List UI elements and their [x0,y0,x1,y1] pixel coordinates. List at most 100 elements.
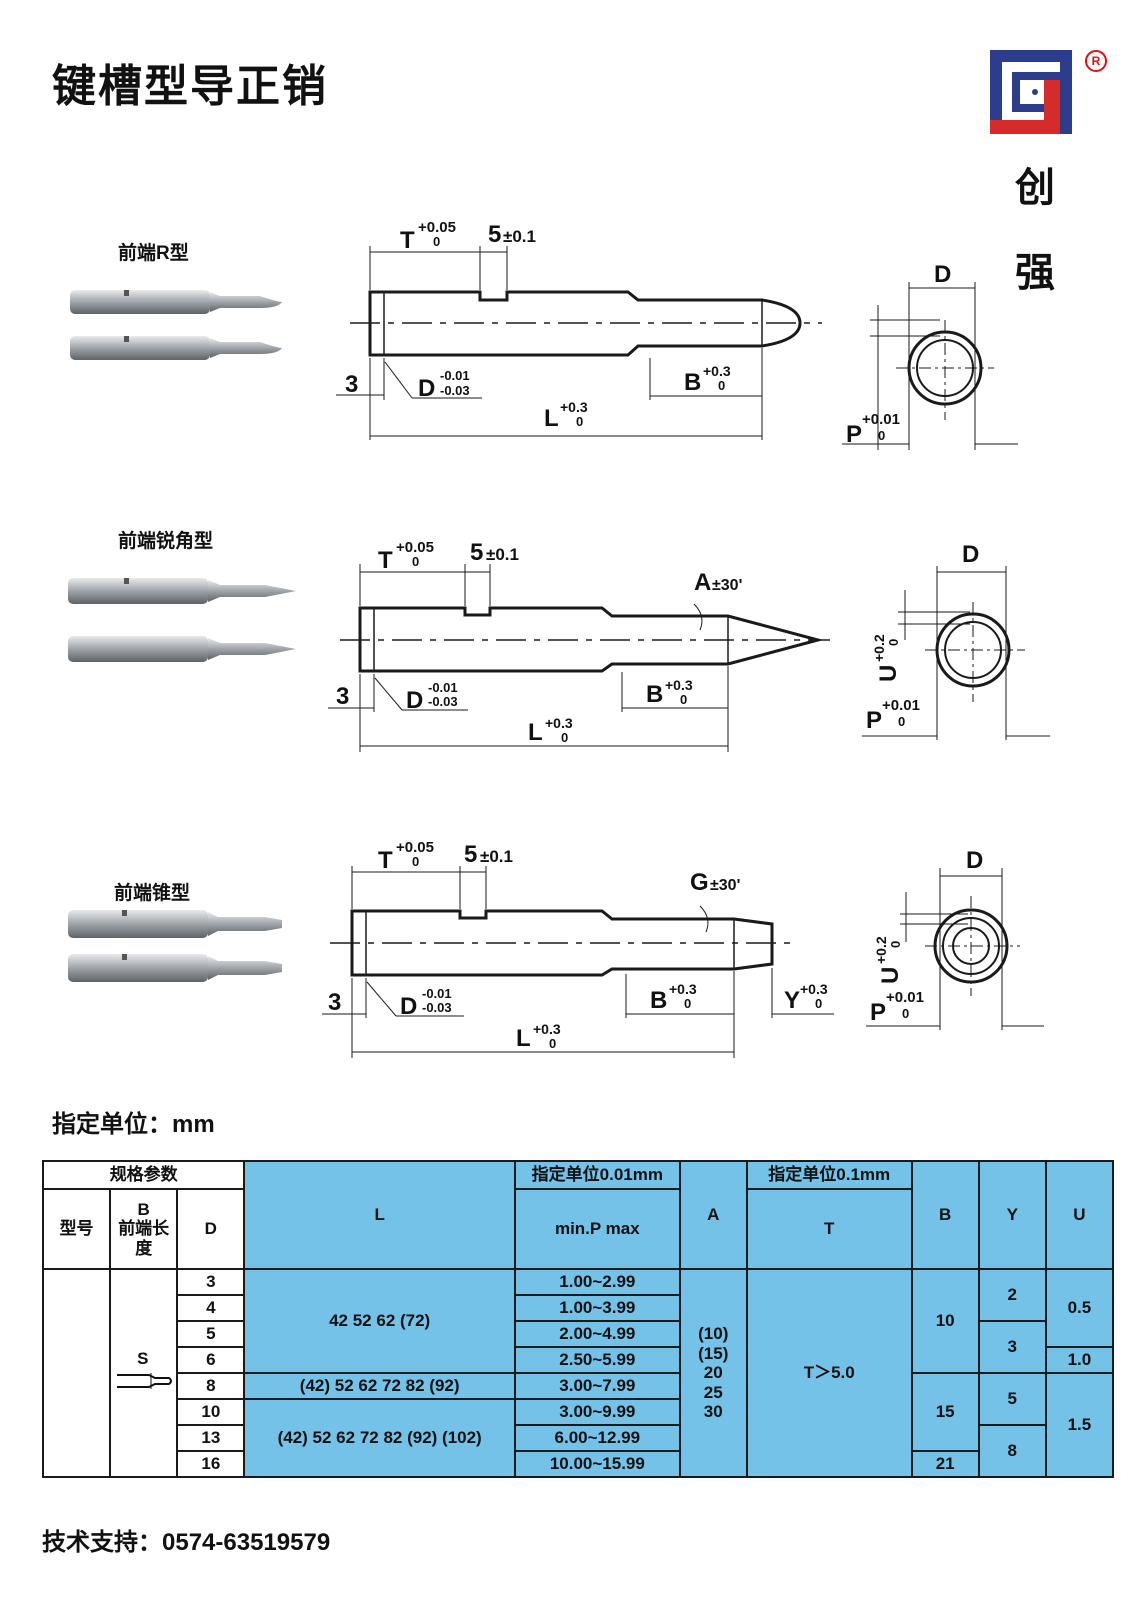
dim-t-3: T [378,847,393,874]
brand-logo-icon [990,50,1072,134]
t-cell: T＞5.0 [745,1268,913,1478]
dim-slot-2: 5 [470,539,483,566]
dim-y-up: +0.3 [800,981,828,997]
dim-y-low: 0 [815,996,822,1011]
dim-u-up-3: +0.2 [873,936,889,964]
dim-t-low-1: 0 [433,234,440,249]
y-cell-2: 2 [977,1268,1047,1322]
dim-p-1: P [846,421,862,448]
dim-l-1: L [544,405,559,432]
header-u: U [1044,1160,1115,1270]
dim-p-up-2: +0.01 [882,697,920,714]
header-unit-001: 指定单位0.01mm [513,1160,681,1190]
dim-p-up-3: +0.01 [886,989,924,1006]
section-label-sharp: 前端锐角型 [118,531,214,552]
u-cell-15: 1.5 [1044,1372,1115,1478]
dim-d-low-1: -0.03 [440,383,470,398]
dim-b-up-1: +0.3 [703,363,731,379]
dim-slot-tol-1: ±0.1 [503,227,536,246]
dim-b-low-3: 0 [684,996,691,1011]
p-cell: 6.00~12.99 [513,1424,681,1452]
page-title: 键槽型导正销 [52,62,328,111]
drawing-sharp-type [328,564,1050,752]
dim-l-3: L [516,1025,531,1052]
dim-slot-tol-3: ±0.1 [480,847,513,866]
header-min-p-max: min.P max [513,1188,681,1270]
dim-d-1: D [418,375,435,402]
d-cell: 16 [176,1450,246,1478]
drawing-r-type [336,246,1018,450]
p-cell: 2.00~4.99 [513,1320,681,1348]
dim-d-3: D [400,993,417,1020]
header-y: Y [977,1160,1047,1270]
tech-support: 技术支持：0574-63519579 [42,1529,331,1556]
d-cell: 13 [176,1424,246,1452]
photo-sharp-type [68,578,296,662]
dim-u-low-2: 0 [886,639,901,646]
b-cell-21: 21 [910,1450,980,1478]
header-unit-01: 指定单位0.1mm [745,1160,913,1190]
dim-dtop-1: D [934,261,951,288]
dim-labels-r: T +0.05 0 5 ±0.1 3 D -0.01 -0.03 B +0.3 … [345,219,951,448]
drawing-taper-type [322,866,1044,1058]
dim-t-low-2: 0 [412,554,419,569]
l-group-2: (42) 52 62 72 82 (92) [243,1372,516,1400]
dim-labels-taper: T +0.05 0 5 ±0.1 G ±30' 3 D -0.01 -0.03 … [328,839,983,1052]
dim-u-2: U [875,665,902,682]
dim-slot-tol-2: ±0.1 [486,545,519,564]
d-cell: 10 [176,1398,246,1426]
d-cell: 3 [176,1268,246,1296]
dim-labels-sharp: T +0.05 0 5 ±0.1 A ±30' 3 D -0.01 -0.03 … [336,539,979,746]
section-label-taper: 前端锥型 [114,883,191,904]
brand-char-2: 强 [1015,251,1055,295]
u-cell-10: 1.0 [1044,1346,1115,1374]
header-l: L [243,1160,516,1270]
brand-block: R 创 强 [990,50,1107,300]
p-cell: 1.00~2.99 [513,1268,681,1296]
b-cell-15: 15 [910,1372,980,1452]
dim-l-up-3: +0.3 [533,1021,561,1037]
y-cell-5: 5 [977,1372,1047,1426]
unit-title: 指定单位：mm [52,1111,215,1138]
dim-l-low-3: 0 [549,1036,556,1051]
l-group-3: (42) 52 62 72 82 (92) (102) [243,1398,516,1478]
d-cell: 4 [176,1294,246,1322]
dim-b-up-2: +0.3 [665,677,693,693]
technical-drawings: T +0.05 0 5 ±0.1 3 D -0.01 -0.03 B +0.3 … [322,219,1050,1058]
dim-b-low-1: 0 [718,378,725,393]
header-d: D [176,1188,246,1270]
pin-sketch-icon [117,1373,173,1389]
dim-u-low-3: 0 [888,941,903,948]
p-cell: 3.00~9.99 [513,1398,681,1426]
b-cell-10: 10 [910,1268,980,1374]
dim-g-tol: ±30' [710,877,740,894]
a-value: (10) [698,1324,729,1344]
dim-p-low-2: 0 [898,714,905,729]
dim-d-up-3: -0.01 [422,986,452,1001]
dim-g: G [690,869,709,896]
model-cell [41,1268,112,1478]
dim-dtop-3: D [966,847,983,874]
dim-p-2: P [866,707,882,734]
dim-dtop-2: D [962,541,979,568]
section-label-r: 前端R型 [118,243,189,264]
y-cell-3: 3 [977,1320,1047,1374]
dim-y: Y [784,987,800,1014]
a-value: 25 [703,1382,723,1402]
dim-d-low-3: -0.03 [422,1000,452,1015]
d-cell: 8 [176,1372,246,1400]
dim-p-low-1: 0 [878,428,885,443]
dim-3-1: 3 [345,371,358,398]
dim-p-up-1: +0.01 [862,411,900,428]
dim-b-2: B [646,681,663,708]
p-cell: 3.00~7.99 [513,1372,681,1400]
dim-l-low-2: 0 [561,730,568,745]
dim-u-3: U [877,967,904,984]
a-value: 20 [703,1363,723,1383]
dim-b-low-2: 0 [680,692,687,707]
dim-l-2: L [528,719,543,746]
dim-d-up-1: -0.01 [440,368,470,383]
header-b: B [910,1160,980,1270]
a-cell: (10) (15) 20 25 30 [678,1268,748,1478]
spec-table: 规格参数 L 指定单位0.01mm A 指定单位0.1mm B Y U 型号 B… [41,1160,1115,1478]
